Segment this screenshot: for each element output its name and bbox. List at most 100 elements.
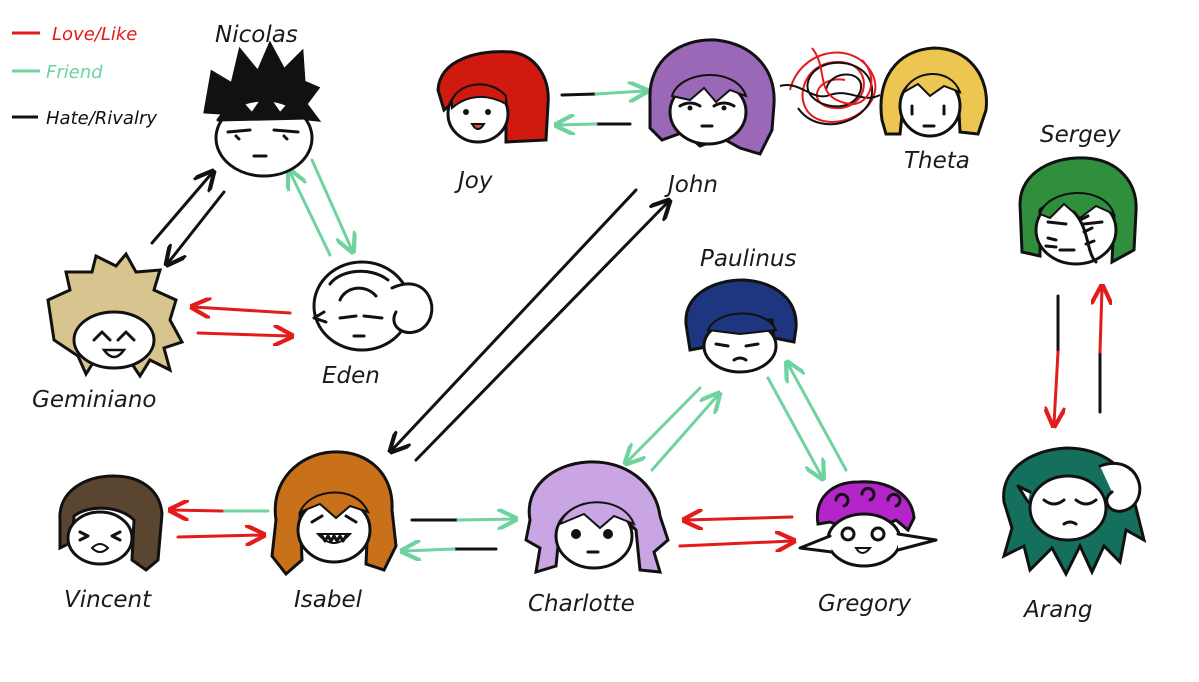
arrow-isabel-to-charlotte [456,519,514,520]
gregory-curls [834,486,902,508]
arrow-joy-to-john [560,92,598,97]
john-eyes [678,101,736,108]
arrow-john-to-isabel [392,188,638,450]
nicolas-hair-fringe [216,92,310,122]
arrow-gregory-to-paulinus [788,364,848,472]
label-joy: Joy [454,168,493,194]
label-sergey: Sergey [1040,122,1121,148]
arrow-eden-to-nicolas [290,172,332,257]
character-eden: Eden [312,260,434,389]
scribble-tangle [779,47,881,126]
paulinus-eyes [714,342,760,348]
charlotte-fringe [558,501,636,530]
legend-label-hate: Hate/Rivalry [46,108,157,129]
geminiano-face [72,310,156,370]
label-john: John [664,172,718,198]
label-charlotte: Charlotte [528,591,635,617]
arrow-gregory-to-charlotte [686,517,794,520]
character-theta: Theta [879,46,988,174]
character-gregory: Gregory [798,480,938,617]
vincent-hair [58,474,164,572]
arrow-geminiano-to-eden [196,333,290,336]
isabel-eyes [310,514,358,524]
label-eden: Eden [322,363,380,389]
legend-label-love: Love/Like [52,24,137,45]
character-geminiano: Geminiano [32,251,185,413]
legend-label-friend: Friend [46,62,103,83]
joy-eye-right [485,109,491,115]
label-isabel: Isabel [294,587,363,613]
legend: Love/Like Friend Hate/Rivalry [12,24,157,129]
arrow-isabel-to-john [414,202,668,462]
paulinus-fringe [706,312,778,336]
paulinus-mouth [732,356,748,362]
character-vincent: Vincent [58,474,164,613]
character-john: John [648,38,776,198]
theta-fringe [902,73,962,98]
arang-mouth [1062,520,1078,526]
arrow-paulinus-to-charlotte [627,386,702,462]
john-fringe [670,74,748,104]
gregory-face [826,512,902,568]
gregory-ear-left [798,534,834,554]
arrow-eden-to-geminiano [194,307,292,313]
charlotte-eye-left [571,529,581,539]
arrow-geminiano-to-nicolas [150,173,212,245]
john-pupil-right [721,105,727,111]
arrow-charlotte-to-isabel [404,549,456,551]
character-isabel: Isabel [270,450,398,613]
label-theta: Theta [904,148,970,174]
connections [150,91,1102,551]
isabel-teeth [320,534,348,543]
joy-eye-left [463,109,469,115]
arang-eyes [1042,498,1098,506]
arrow-sergey-to-arang [1054,350,1058,424]
character-nicolas: Nicolas [203,22,322,178]
eden-eyes [338,314,384,320]
gregory-ear-right [896,532,938,552]
john-pupil-left [687,105,693,111]
arrow-john-to-joy-head [558,124,598,125]
isabel-fringe [298,491,370,520]
sergey-scar [1044,210,1098,264]
arang-horn-icon [1098,462,1142,513]
label-gregory: Gregory [818,591,912,617]
nicolas-eyes [226,128,300,141]
vincent-mouth [90,543,110,553]
arrow-charlotte-to-paulinus [650,395,718,472]
arang-face [1028,474,1108,542]
geminiano-eyes [92,330,136,342]
arrow-charlotte-to-gregory [678,541,792,546]
theta-eyes [910,104,946,116]
sergey-eyes [1046,220,1104,226]
arrow-nicolas-to-eden [310,158,352,250]
label-paulinus: Paulinus [700,246,796,272]
character-arang: Arang [1001,446,1147,623]
label-arang: Arang [1022,597,1092,623]
joy-mouth [470,123,486,130]
eden-horn-icon [390,282,434,335]
character-sergey: Sergey [1018,122,1138,266]
eden-hair-lines [312,269,390,324]
character-charlotte: Charlotte [524,460,670,617]
gregory-eye-left [840,526,856,542]
geminiano-mouth [101,348,127,359]
joy-fringe [451,83,507,111]
character-paulinus: Paulinus [684,246,798,374]
arrow-nicolas-to-geminiano [168,190,226,263]
vincent-face [66,510,134,566]
arrow-paulinus-to-gregory [766,376,822,477]
arang-ear [1016,484,1032,504]
label-nicolas: Nicolas [215,22,298,48]
gregory-eye-right [870,526,886,542]
vincent-eyes [78,530,122,542]
label-vincent: Vincent [64,587,152,613]
gregory-mouth [854,547,873,554]
arrow-isabel-to-vincent [172,510,224,511]
arrow-vincent-to-isabel [176,535,262,537]
arrow-joy-to-john-head [594,91,645,94]
arrow-arang-to-sergey [1100,288,1102,354]
label-geminiano: Geminiano [32,387,156,413]
